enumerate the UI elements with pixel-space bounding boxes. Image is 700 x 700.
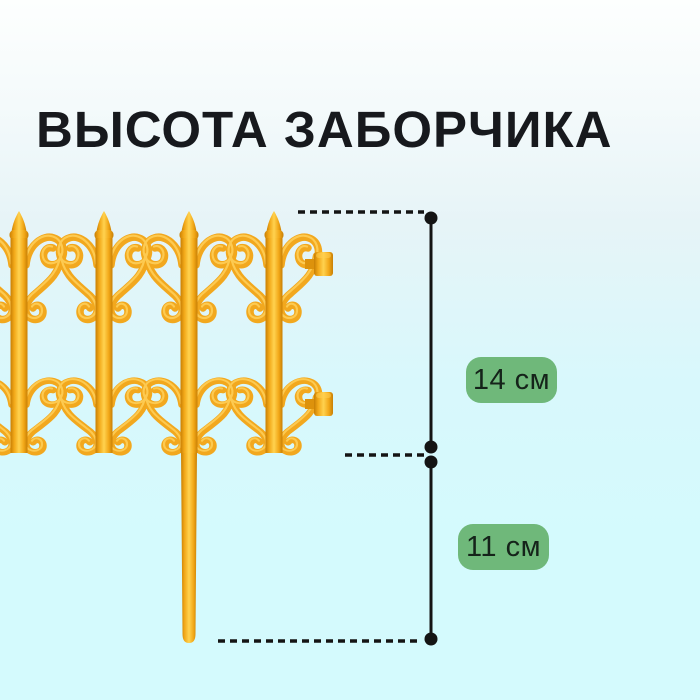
fence-illustration — [0, 211, 333, 643]
dimension-dot — [424, 440, 438, 454]
measurement-badge-14cm: 14 см — [466, 357, 557, 403]
dimension-dot — [424, 632, 438, 646]
dimension-lines — [218, 210, 433, 643]
fence-stake — [181, 450, 197, 643]
fence-scrollwork-highlight — [0, 234, 319, 452]
fence-pickets — [9, 211, 284, 453]
page-title: ВЫСОТА ЗАБОРЧИКА — [36, 101, 613, 158]
dimension-endpoints — [424, 211, 438, 646]
fence-scrollwork — [0, 237, 318, 452]
dimension-dot — [424, 211, 438, 225]
fence-connector-tabs — [305, 252, 333, 416]
measurement-label-14cm: 14 см — [472, 363, 551, 396]
measurement-label-11cm: 11 см — [465, 530, 542, 563]
measurement-badge-11cm: 11 см — [458, 524, 549, 570]
dimension-dot — [424, 455, 438, 469]
